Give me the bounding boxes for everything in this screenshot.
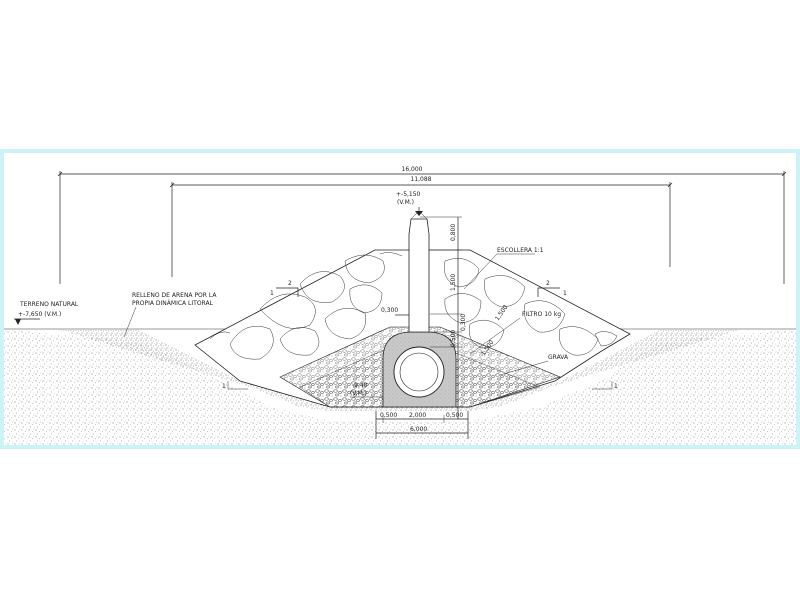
fill-line1-text: RELLENO DE ARENA POR LA	[132, 292, 217, 299]
dimension-inner-text: 11,088	[411, 176, 432, 183]
gravel-label: GRAVA	[499, 354, 569, 376]
filter-text: FILTRO 10 kg	[522, 311, 561, 318]
slope-indicator-right: 2 1	[537, 280, 567, 297]
fill-line2-text: PROPIA DINÁMICA LITORAL	[132, 300, 214, 307]
vertical-riser	[408, 218, 430, 333]
dimension-mid-text: 0,300	[460, 314, 467, 331]
dimension-inner: 11,088	[169, 176, 673, 277]
dimension-pipe-top-text: 0,800	[450, 224, 457, 241]
dimension-left-offset: 0,300	[381, 307, 409, 316]
sand-fill-zone	[60, 330, 740, 411]
dimension-base: 0,500 2,000 0,500 6,000	[375, 411, 469, 439]
terrain-label: TERRENO NATURAL +-7,650 (V.M.)	[14, 301, 79, 325]
slope-indicator-low: 1 1	[222, 381, 618, 390]
dimension-total: 16,000	[57, 166, 787, 284]
slope-indicator-left: 2 1	[270, 280, 299, 297]
low-left-text: 1	[222, 383, 226, 390]
dimension-base-total-text: 6,000	[410, 426, 427, 433]
dimension-left-offset-text: 0,300	[381, 307, 398, 314]
filter-label: FILTRO 10 kg	[469, 311, 561, 355]
slope-left-v-text: 1	[270, 290, 274, 297]
dimension-base-center-text: 2,000	[409, 412, 426, 419]
dimension-vertical-chain: 0,800 1,500 0,300 0,500	[420, 216, 467, 419]
sand-fill-label: RELLENO DE ARENA POR LA PROPIA DINÁMICA …	[123, 292, 217, 338]
top-level-text: +-5,150	[396, 191, 421, 198]
bottom-level-ref-text: (V.M.)	[350, 390, 367, 397]
low-right-text: 1	[614, 383, 618, 390]
drawing-sheet: +-5,150 (V.M.) 16,000 11,088	[4, 153, 796, 445]
slope-right-h-text: 2	[546, 280, 550, 287]
gravel-text: GRAVA	[548, 354, 569, 361]
top-level-ref-text: (V.M.)	[397, 199, 414, 206]
cross-section-diagram: +-5,150 (V.M.) 16,000 11,088	[4, 166, 796, 445]
dimension-lower-text: 0,500	[450, 330, 457, 347]
dimension-base-right-text: 0,500	[446, 412, 463, 419]
drawing-frame: +-5,150 (V.M.) 16,000 11,088	[0, 149, 800, 449]
top-level-marker: +-5,150 (V.M.)	[396, 191, 423, 216]
bottom-level-text: -9,40	[352, 382, 368, 389]
terrain-level-text: +-7,650 (V.M.)	[18, 311, 61, 318]
pipe-inner	[399, 352, 439, 392]
slope-right-v-text: 1	[563, 290, 567, 297]
terrain-title-text: TERRENO NATURAL	[19, 301, 79, 308]
bottom-level-marker: -9,40 (V.M.)	[350, 382, 383, 398]
dimension-upper-text: 1,500	[450, 274, 457, 291]
natural-terrain-fill	[4, 329, 796, 445]
slope-left-h-text: 2	[288, 280, 292, 287]
dimension-total-text: 16,000	[402, 166, 423, 173]
riprap-label: ESCOLLERA 1:1	[463, 247, 544, 290]
riprap-text: ESCOLLERA 1:1	[497, 247, 544, 254]
dimension-base-left-text: 0,500	[380, 412, 397, 419]
